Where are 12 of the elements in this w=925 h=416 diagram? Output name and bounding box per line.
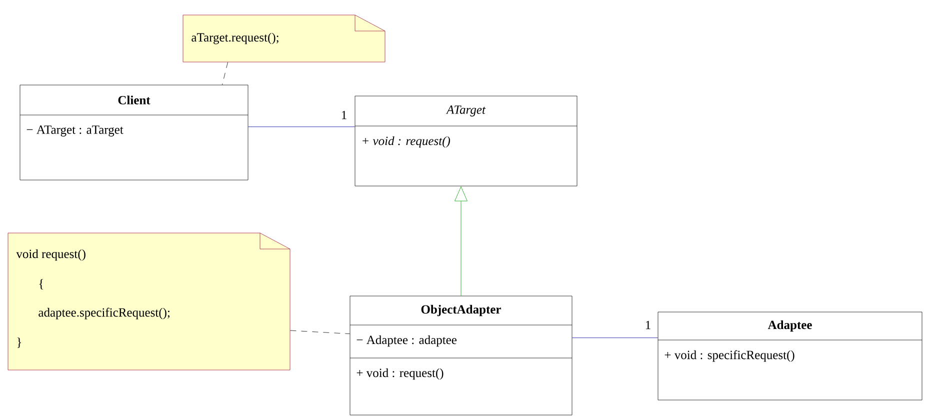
arrow — [454, 186, 468, 296]
note: aTarget.request(); — [182, 14, 386, 62]
note: void request() { adaptee.specificRequest(); } — [8, 232, 290, 370]
dashed-line — [290, 330, 350, 334]
class-box: Adaptee + void : specificRequest() — [658, 312, 922, 400]
dashed-line — [222, 62, 228, 85]
association-line — [248, 126, 355, 127]
class-box: Client − ATarget : aTarget — [20, 84, 248, 180]
class-box: ObjectAdapter − Adaptee : adaptee + void : request() — [350, 296, 572, 416]
class-box: ATarget + void : request() — [354, 96, 578, 186]
multiplicity: 1 — [646, 320, 650, 330]
multiplicity: 1 — [342, 110, 346, 120]
